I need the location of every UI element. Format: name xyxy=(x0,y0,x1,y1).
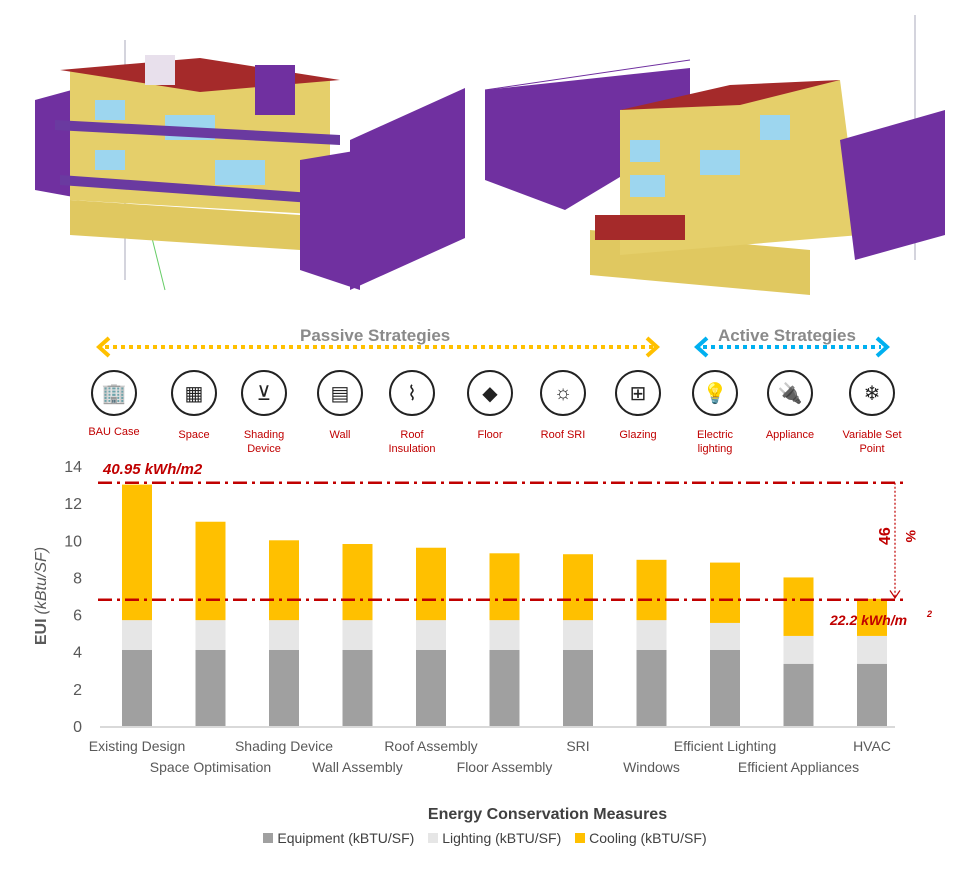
building-model-render-right xyxy=(484,15,945,295)
reduction-percent: 46 xyxy=(877,527,894,545)
bar-equipment xyxy=(783,663,814,726)
y-axis-title-unit: (kBtu/SF) xyxy=(33,547,50,615)
building-icon: 🏢 xyxy=(91,370,137,416)
bar-equipment xyxy=(122,649,152,726)
bar-equipment xyxy=(563,649,593,726)
y-tick-label: 10 xyxy=(64,533,82,550)
reduction-percent-unit: % xyxy=(903,530,919,543)
icon-label: Space xyxy=(178,429,210,441)
icon-label: Shading Device xyxy=(243,429,285,455)
bar-cooling xyxy=(489,553,520,621)
bar-equipment xyxy=(489,649,520,726)
bar-cooling xyxy=(195,521,226,621)
bar-cooling xyxy=(636,559,667,621)
baseline-eui-annotation: 40.95 kWh/m2 xyxy=(102,461,203,478)
x-tick-label: Efficient Appliances xyxy=(738,759,859,775)
bar-lighting xyxy=(783,635,814,664)
y-axis-title-main: EUI xyxy=(33,618,50,645)
chart-legend: Equipment (kBTU/SF) Lighting (kBTU/SF) C… xyxy=(0,830,960,846)
y-tick-label: 2 xyxy=(73,682,82,699)
building-model-render-left xyxy=(35,40,465,291)
icon-label: Wall xyxy=(329,429,351,441)
x-tick-label: HVAC xyxy=(853,738,891,754)
x-tick-label: Windows xyxy=(623,759,680,775)
shading-icon: ⊻ xyxy=(241,370,287,416)
x-tick-label: Space Optimisation xyxy=(150,759,271,775)
legend-swatch-lighting xyxy=(428,833,439,843)
legend-cooling: Cooling (kBTU/SF) xyxy=(589,830,707,846)
bar-equipment xyxy=(269,649,299,726)
icon-label: Appliance xyxy=(765,429,815,441)
bar-lighting xyxy=(122,620,152,650)
passive-strategies-arrow xyxy=(96,336,660,358)
icon-label: BAU Case xyxy=(88,426,140,438)
active-strategies-arrow xyxy=(694,336,890,358)
bar-cooling xyxy=(122,484,152,621)
active-strategies-label: Active Strategies xyxy=(718,326,856,345)
bar-cooling xyxy=(783,577,814,636)
bar-cooling xyxy=(269,540,299,621)
bar-lighting xyxy=(636,620,667,650)
bar-lighting xyxy=(195,620,226,650)
floor-tiles-icon: ◆ xyxy=(467,370,513,416)
bar-equipment xyxy=(857,663,887,726)
icon-label: Floor xyxy=(477,429,503,441)
bar-cooling xyxy=(342,544,373,621)
bar-equipment xyxy=(636,649,667,726)
floor-plan-icon: ▦ xyxy=(171,370,217,416)
passive-strategies-label: Passive Strategies xyxy=(300,326,451,345)
x-axis-title: Energy Conservation Measures xyxy=(427,806,668,823)
x-tick-label: Existing Design xyxy=(89,738,186,754)
sun-house-icon: ☼ xyxy=(540,370,586,416)
icon-label: Electric lighting xyxy=(696,429,734,455)
bar-equipment xyxy=(416,649,446,726)
bar-lighting xyxy=(342,620,373,650)
bar-cooling xyxy=(563,554,593,621)
window-icon: ⊞ xyxy=(615,370,661,416)
y-tick-label: 4 xyxy=(73,645,82,662)
bar-lighting xyxy=(857,635,887,664)
bar-cooling xyxy=(857,598,887,636)
x-tick-label: Roof Assembly xyxy=(384,738,477,754)
bar-lighting xyxy=(710,622,740,650)
y-tick-label: 14 xyxy=(64,459,82,476)
bar-cooling xyxy=(710,562,740,623)
icon-label: Roof SRI xyxy=(540,429,586,441)
bar-lighting xyxy=(269,620,299,650)
x-tick-label: Efficient Lighting xyxy=(674,738,776,754)
reduction-arrow-head xyxy=(889,590,901,599)
legend-swatch-cooling xyxy=(575,833,586,843)
bar-lighting xyxy=(563,620,593,650)
y-tick-label: 12 xyxy=(64,496,82,513)
legend-swatch-equipment xyxy=(263,833,274,843)
y-tick-label: 0 xyxy=(73,719,82,736)
icon-label: Glazing xyxy=(619,429,657,441)
light-bulb-icon: 💡 xyxy=(692,370,738,416)
snowflake-icon: ❄ xyxy=(849,370,895,416)
insulation-icon: ⌇ xyxy=(389,370,435,416)
y-axis-title: EUI (kBtu/SF) xyxy=(33,547,50,645)
bar-equipment xyxy=(195,649,226,726)
x-tick-label: SRI xyxy=(566,738,589,754)
x-tick-label: Wall Assembly xyxy=(312,759,403,775)
legend-lighting: Lighting (kBTU/SF) xyxy=(442,830,562,846)
bar-lighting xyxy=(416,620,446,650)
plug-icon: 🔌 xyxy=(767,370,813,416)
x-tick-label: Shading Device xyxy=(235,738,333,754)
bar-equipment xyxy=(710,649,740,726)
bar-lighting xyxy=(489,620,520,650)
icon-label: Roof Insulation xyxy=(388,429,436,455)
final-eui-annotation: 22.2 kWh/m xyxy=(829,612,907,628)
final-eui-superscript: 2 xyxy=(926,609,932,619)
y-tick-label: 6 xyxy=(73,608,82,625)
x-tick-label: Floor Assembly xyxy=(457,759,553,775)
brick-wall-icon: ▤ xyxy=(317,370,363,416)
legend-equipment: Equipment (kBTU/SF) xyxy=(277,830,415,846)
bar-equipment xyxy=(342,649,373,726)
y-tick-label: 8 xyxy=(73,570,82,587)
bar-cooling xyxy=(416,547,446,621)
icon-label: Variable Set Point xyxy=(842,429,902,455)
